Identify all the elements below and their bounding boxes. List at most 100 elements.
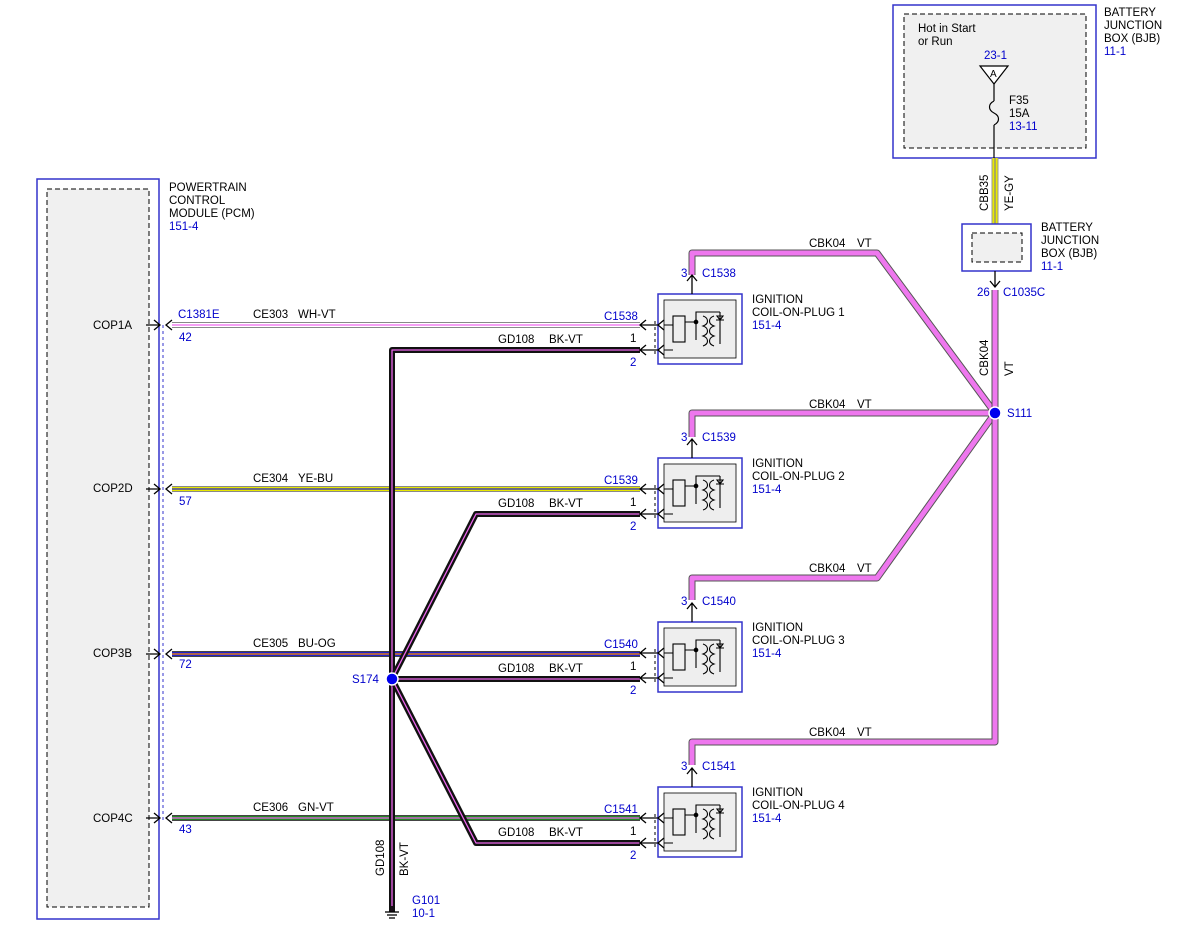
coil-ground-pin-2: 2 bbox=[630, 521, 636, 533]
ground-wire-2[interactable] bbox=[389, 511, 640, 681]
coil-signal-pin-arrow-icon bbox=[638, 647, 665, 659]
coil-title-a-1: IGNITION bbox=[752, 294, 803, 306]
coil-power-pin-1: 3 bbox=[681, 268, 687, 280]
power-color-1: VT bbox=[857, 238, 872, 250]
power-wire-coil-2[interactable] bbox=[688, 409, 995, 437]
ground-point-ref[interactable]: 10-1 bbox=[412, 908, 435, 920]
pcm-title-1: POWERTRAIN bbox=[169, 182, 247, 194]
pcm-title-2: CONTROL bbox=[169, 195, 226, 207]
pcm-pin-name-1: COP1A bbox=[93, 320, 132, 332]
ground-color-4: BK-VT bbox=[549, 827, 583, 839]
splice-s111-label: S111 bbox=[1007, 408, 1032, 420]
ground-wire-1[interactable] bbox=[389, 347, 640, 912]
coil-ground-pin-arrow-icon bbox=[638, 508, 665, 520]
ground-wires: GD108 BK-VT GD108 BK-VT GD108 BK-VT GD10… bbox=[352, 334, 640, 920]
coil-signal-pin-2: 1 bbox=[630, 497, 636, 509]
coil-power-connector-1[interactable]: C1538 bbox=[702, 268, 736, 280]
bjb-connector-box: 26 C1035C BATTERY JUNCTION BOX (BJB) 11-… bbox=[961, 222, 1099, 299]
pcm-pin-arrow-4 bbox=[146, 812, 162, 824]
signal-circuit-1: CE303 bbox=[253, 309, 288, 321]
power-circuit-3: CBK04 bbox=[809, 563, 846, 575]
fuse-ref[interactable]: 13-11 bbox=[1009, 121, 1038, 133]
pcm-title-3: MODULE (PCM) bbox=[169, 208, 255, 220]
coil-symbol-icon bbox=[664, 639, 725, 679]
ground-trunk-circuit: GD108 bbox=[375, 840, 387, 876]
coil-power-connector-2[interactable]: C1539 bbox=[702, 432, 736, 444]
coil-power-connector-3[interactable]: C1540 bbox=[702, 596, 736, 608]
coil-ground-pin-arrow-icon bbox=[638, 344, 665, 356]
splice-s111-dot[interactable] bbox=[988, 406, 1002, 420]
bjb-top-ref[interactable]: 11-1 bbox=[1104, 46, 1126, 58]
bjb-conn-title-2: JUNCTION bbox=[1041, 235, 1099, 247]
splice-s174-dot[interactable] bbox=[385, 672, 399, 686]
coil-connector-label-1[interactable]: C1538 bbox=[604, 311, 638, 323]
ground-wire-4[interactable] bbox=[389, 677, 640, 846]
coil-connector-label-2[interactable]: C1539 bbox=[604, 475, 638, 487]
bjb-connector-label[interactable]: C1035C bbox=[1003, 287, 1045, 299]
bjb-conn-title-1: BATTERY bbox=[1041, 222, 1093, 234]
power-wires: CBK04 VT CBK04 VT CBK04 VT CBK04 VT CBK0… bbox=[688, 238, 1032, 765]
coil-signal-pin-4: 1 bbox=[630, 826, 636, 838]
coil-symbol-icon bbox=[664, 311, 725, 351]
pcm-pin-number-4: 43 bbox=[179, 824, 192, 836]
signal-circuit-3: CE305 bbox=[253, 638, 288, 650]
bjb-bus-ref[interactable]: 23-1 bbox=[984, 50, 1007, 62]
power-circuit-1: CBK04 bbox=[809, 238, 846, 250]
ground-point-label[interactable]: G101 bbox=[412, 895, 440, 907]
coil-ref-4[interactable]: 151-4 bbox=[752, 813, 782, 825]
power-wire-coil-3[interactable] bbox=[688, 410, 998, 600]
ground-circuit-4: GD108 bbox=[498, 827, 534, 839]
fuse-rating: 15A bbox=[1009, 108, 1030, 120]
power-feed-color: VT bbox=[1004, 361, 1016, 376]
ground-trunk-color: BK-VT bbox=[399, 842, 411, 876]
signal-wires: CE303 WH-VT CE304 YE-BU CE305 BU-OG CE30… bbox=[172, 309, 640, 821]
coil-signal-pin-3: 1 bbox=[630, 661, 636, 673]
bjb-conn-ref[interactable]: 11-1 bbox=[1041, 261, 1063, 273]
bjb-bus-letter: A bbox=[990, 69, 997, 80]
pcm-connector-label[interactable]: C1381E bbox=[178, 309, 220, 321]
power-circuit-4: CBK04 bbox=[809, 727, 846, 739]
coil-ground-pin-arrow-icon bbox=[638, 837, 665, 849]
bjb-hot-line-2: or Run bbox=[918, 36, 953, 48]
coil-ground-pin-1: 2 bbox=[630, 357, 636, 369]
signal-circuit-4: CE306 bbox=[253, 802, 288, 814]
ground-color-3: BK-VT bbox=[549, 663, 583, 675]
signal-circuit-2: CE304 bbox=[253, 473, 289, 485]
coil-signal-pin-arrow-icon bbox=[638, 812, 665, 824]
pcm-pin-arrow-1 bbox=[146, 319, 162, 331]
coil-ref-1[interactable]: 151-4 bbox=[752, 320, 782, 332]
pcm-pin-number-1: 42 bbox=[179, 332, 192, 344]
bjb-top-title-1: BATTERY bbox=[1104, 7, 1156, 19]
coil-signal-pin-arrow-icon bbox=[638, 319, 665, 331]
ground-circuit-3: GD108 bbox=[498, 663, 534, 675]
coil-connector-label-4[interactable]: C1541 bbox=[604, 804, 638, 816]
bjb-top-title-3: BOX (BJB) bbox=[1104, 33, 1160, 45]
coil-ref-2[interactable]: 151-4 bbox=[752, 484, 782, 496]
coil-signal-pin-arrow-icon bbox=[638, 483, 665, 495]
coil-power-pin-4: 3 bbox=[681, 761, 687, 773]
pcm-pin-name-4: COP4C bbox=[93, 813, 133, 825]
power-feed-circuit: CBK04 bbox=[979, 339, 991, 376]
bjb-pin-arrow-icon bbox=[989, 280, 1001, 289]
ground-symbol-icon bbox=[385, 906, 399, 919]
pcm-pin-name-3: COP3B bbox=[93, 648, 132, 660]
coil-ref-3[interactable]: 151-4 bbox=[752, 648, 782, 660]
pcm-ref[interactable]: 151-4 bbox=[169, 221, 199, 233]
power-color-4: VT bbox=[857, 727, 872, 739]
signal-color-4: GN-VT bbox=[298, 802, 334, 814]
signal-color-3: BU-OG bbox=[298, 638, 336, 650]
coil-power-connector-4[interactable]: C1541 bbox=[702, 761, 736, 773]
bjb-pin-number: 26 bbox=[977, 287, 990, 299]
coil-signal-pin-1: 1 bbox=[630, 333, 636, 345]
fuse-icon bbox=[988, 100, 1000, 126]
bus-triangle-icon bbox=[978, 65, 1010, 85]
coil-connector-label-3[interactable]: C1540 bbox=[604, 639, 638, 651]
coil-symbol-icon bbox=[664, 804, 725, 844]
power-wire-coil-1[interactable] bbox=[688, 249, 998, 416]
pcm-pin-name-2: COP2D bbox=[93, 483, 133, 495]
power-wire-coil-4[interactable] bbox=[688, 413, 999, 765]
